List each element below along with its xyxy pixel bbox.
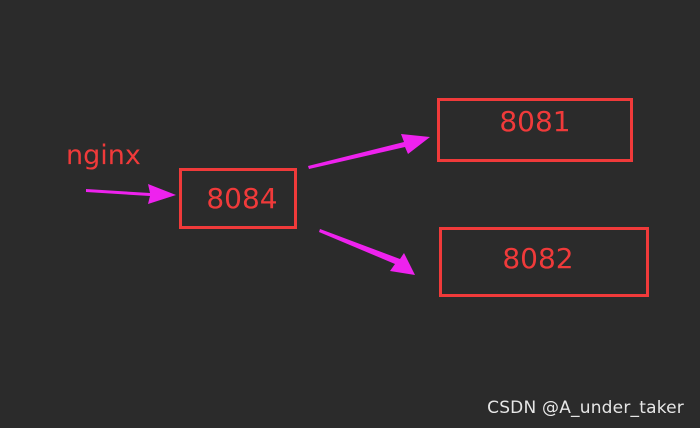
node-8082-label: 8082 — [502, 242, 574, 275]
node-8081: 8081 — [437, 98, 633, 162]
arrow-8084-to-8081 — [308, 134, 430, 169]
node-8081-label: 8081 — [499, 105, 571, 138]
watermark: CSDN @A_under_taker — [487, 398, 684, 418]
node-8082: 8082 — [439, 227, 649, 297]
node-8084-label: 8084 — [206, 181, 278, 215]
arrow-nginx-to-8084 — [86, 184, 176, 204]
nginx-label: nginx — [66, 140, 141, 171]
node-8084: 8084 — [179, 168, 297, 229]
arrow-8084-to-8082 — [319, 229, 415, 275]
